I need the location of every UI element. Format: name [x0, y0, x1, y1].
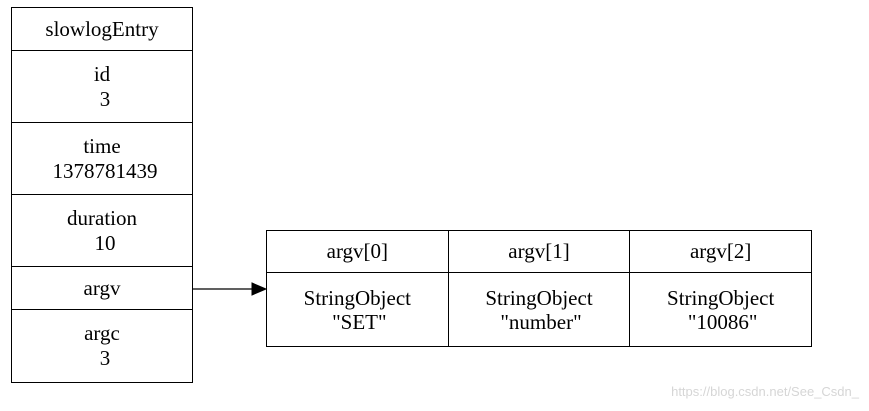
field-label: argv	[83, 275, 121, 300]
entry-field-duration: duration 10	[12, 194, 192, 266]
field-label: id	[93, 61, 111, 86]
argv-cell-2: argv[2] StringObject "10086"	[629, 231, 812, 346]
argv-object-value: "SET"	[332, 309, 387, 334]
argv-index-text: argv[2]	[689, 239, 752, 263]
argv-object-type: StringObject	[485, 285, 593, 310]
field-value: 10	[94, 230, 116, 255]
argv-index: argv[2]	[630, 231, 812, 273]
argv-index-text: argv[0]	[326, 239, 389, 263]
argv-array-record: argv[0] StringObject "SET" argv[1] Strin…	[266, 230, 812, 347]
slowlog-entry-record: slowlogEntry id 3 time 1378781439 durati…	[11, 7, 193, 383]
argv-object-type: StringObject	[303, 285, 411, 310]
entry-field-id: id 3	[12, 50, 192, 122]
field-value: 3	[99, 86, 111, 111]
argv-cell-1: argv[1] StringObject "number"	[447, 231, 630, 346]
argv-index: argv[1]	[448, 231, 630, 273]
entry-title-text: slowlogEntry	[45, 16, 159, 41]
argv-object-value: "number"	[500, 309, 582, 334]
field-value: 3	[99, 346, 111, 370]
field-label: time	[83, 133, 121, 158]
argv-index-text: argv[1]	[508, 239, 570, 263]
entry-field-time: time 1378781439	[12, 122, 192, 194]
argv-cell-0: argv[0] StringObject "SET"	[267, 231, 448, 346]
entry-field-argc: argc 3	[12, 309, 192, 382]
entry-title: slowlogEntry	[12, 8, 192, 50]
arrow-head	[251, 282, 268, 296]
field-label: argc	[84, 321, 120, 345]
argv-object-value: "10086"	[687, 309, 758, 334]
field-value: 1378781439	[52, 158, 158, 183]
argv-object: StringObject "10086"	[630, 273, 811, 346]
field-label: duration	[67, 205, 137, 230]
watermark: https://blog.csdn.net/See_Csdn_	[671, 384, 859, 399]
argv-object: StringObject "number"	[449, 273, 630, 346]
argv-object: StringObject "SET"	[267, 273, 448, 346]
entry-field-argv: argv	[12, 266, 192, 309]
argv-object-type: StringObject	[667, 285, 775, 310]
argv-index: argv[0]	[267, 231, 448, 273]
